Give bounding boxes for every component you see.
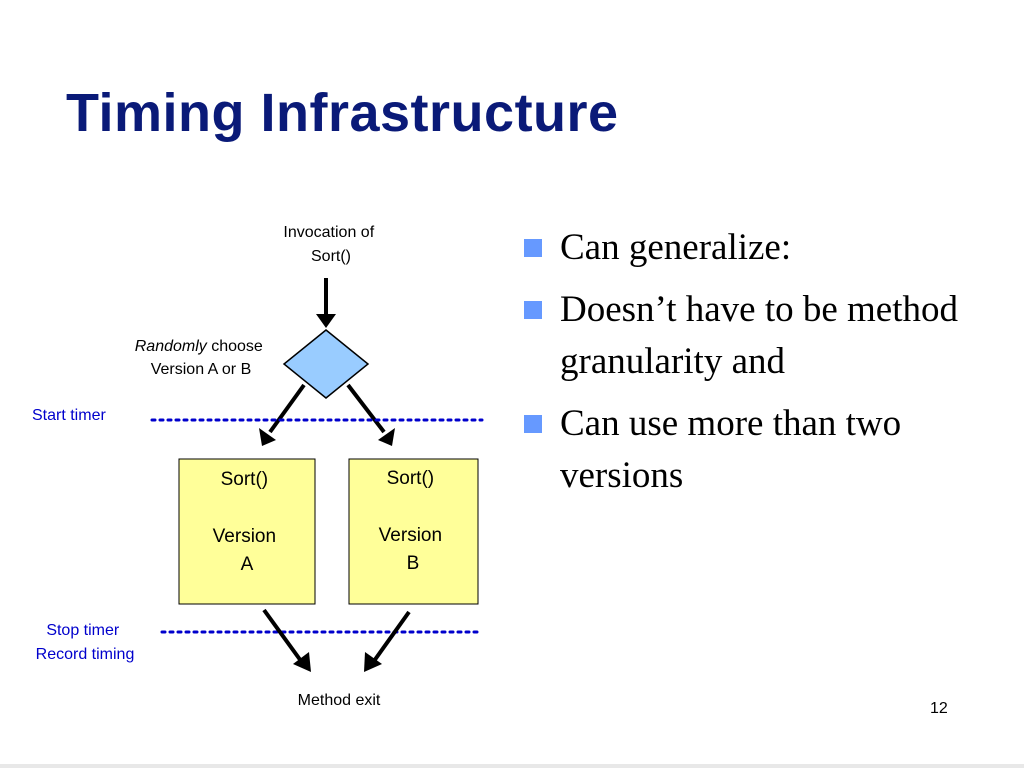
bullet-list: Can generalize: Doesn’t have to be metho… xyxy=(524,222,1004,512)
arrow-invocation-to-choice xyxy=(316,278,336,328)
bullet-item: Doesn’t have to be method granularity an… xyxy=(524,284,1004,388)
arrow-a-to-exit xyxy=(262,608,311,672)
choose-rest: choose xyxy=(207,338,263,355)
choose-line-2: Version A or B xyxy=(151,361,252,378)
invocation-label: Invocation of Sort() xyxy=(283,224,378,265)
bullet-item: Can use more than two versions xyxy=(524,398,1004,502)
box-a-line-2: Version xyxy=(213,526,276,547)
sort-version-a-label: Sort() Version A xyxy=(213,469,282,575)
box-a-line-1: Sort() xyxy=(221,469,269,490)
method-exit-label: Method exit xyxy=(298,692,381,709)
sort-version-b-box xyxy=(348,458,479,605)
choose-label: Randomly choose Version A or B xyxy=(135,338,268,378)
invocation-line-1: Invocation of xyxy=(283,224,374,241)
stop-timer-label: Stop timer Record timing xyxy=(36,622,135,663)
box-b-line-1: Sort() xyxy=(387,468,435,489)
bullet-text: Doesn’t have to be method granularity an… xyxy=(560,289,959,382)
bullet-text: Can generalize: xyxy=(560,227,792,268)
arrow-b-to-exit xyxy=(364,610,411,672)
choose-emphasis: Randomly xyxy=(135,338,208,355)
box-a-line-3: A xyxy=(241,554,254,575)
start-timer-label: Start timer xyxy=(32,407,106,424)
decision-diamond xyxy=(282,329,370,399)
square-bullet-icon xyxy=(524,301,542,319)
stop-timer-line-2: Record timing xyxy=(36,646,135,663)
arrow-choice-to-b xyxy=(346,383,395,446)
sort-version-b-label: Sort() Version B xyxy=(379,468,448,574)
square-bullet-icon xyxy=(524,415,542,433)
sort-version-a-box xyxy=(178,458,316,605)
bullet-text: Can use more than two versions xyxy=(560,403,902,496)
box-b-line-2: Version xyxy=(379,525,442,546)
square-bullet-icon xyxy=(524,239,542,257)
arrow-choice-to-a xyxy=(259,383,306,446)
slide-title: Timing Infrastructure xyxy=(66,83,619,143)
invocation-line-2: Sort() xyxy=(311,248,351,265)
box-b-line-3: B xyxy=(407,553,420,574)
bottom-divider xyxy=(0,764,1024,768)
page-number: 12 xyxy=(930,700,948,717)
stop-timer-line-1: Stop timer xyxy=(46,622,120,639)
bullet-item: Can generalize: xyxy=(524,222,1004,274)
